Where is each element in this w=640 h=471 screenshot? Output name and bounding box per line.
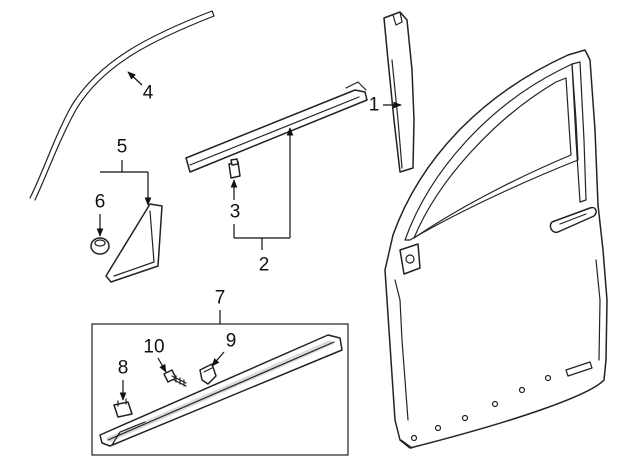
molding-bolt [163,369,187,387]
molding-retainer-clip [113,398,133,418]
belt-molding [185,81,368,173]
callout-9: 9 [226,331,237,352]
body-side-molding [99,334,343,447]
molding-bracket-clip [199,363,217,385]
mirror-corner-garnish [105,203,163,283]
callout-8: 8 [118,358,129,379]
callout-5: 5 [117,137,128,158]
callout-1: 1 [369,95,380,116]
callout-3: 3 [230,202,241,223]
callout-2: 2 [259,255,270,276]
pillar-applique [383,11,415,173]
front-door-shell [384,49,608,449]
roof-drip-molding [29,10,215,201]
callout-10: 10 [143,337,164,358]
garnish-grommet [90,237,110,255]
callout-7: 7 [215,288,226,309]
leader-lines [96,71,402,401]
callout-4: 4 [143,83,154,104]
molding-clip [228,158,241,179]
callout-6: 6 [95,192,106,213]
